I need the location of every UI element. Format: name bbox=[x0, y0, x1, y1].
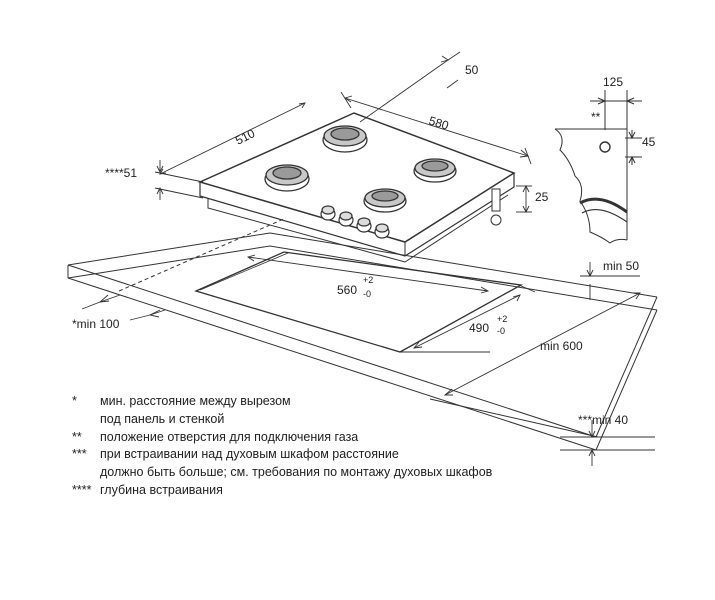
dim-490-minus: -0 bbox=[497, 326, 505, 336]
note-line: положение отверстия для подключения газа bbox=[100, 429, 359, 444]
burner-rear-left bbox=[322, 125, 368, 153]
note-line: под панель и стенкой bbox=[100, 411, 225, 426]
gas-mark: ** bbox=[591, 110, 601, 124]
note-1: * мин. расстояние между вырезом под пане… bbox=[72, 393, 492, 429]
control-knobs bbox=[320, 205, 390, 239]
dim-560-minus: -0 bbox=[363, 289, 371, 299]
note-mark: **** bbox=[72, 482, 92, 497]
dim-min-600: min 600 bbox=[540, 339, 583, 353]
notes-legend: * мин. расстояние между вырезом под пане… bbox=[72, 393, 492, 500]
note-4: **** глубина встраивания bbox=[72, 482, 492, 500]
burner-rear-right bbox=[413, 158, 457, 183]
burner-front-right bbox=[363, 188, 407, 213]
dim-min-40: ***min 40 bbox=[578, 413, 628, 427]
projection-line bbox=[118, 217, 287, 292]
note-line: при встраивании над духовым шкафом расст… bbox=[100, 447, 399, 462]
dim-560: 560 bbox=[337, 283, 357, 297]
dimension-lines bbox=[81, 51, 655, 466]
dim-51: ****51 bbox=[105, 166, 137, 180]
note-line: мин. расстояние между вырезом bbox=[100, 394, 291, 408]
dim-490-plus: +2 bbox=[497, 314, 507, 324]
note-3: *** при встраивании над духовым шкафом р… bbox=[72, 446, 492, 482]
note-2: ** положение отверстия для подключения г… bbox=[72, 429, 492, 447]
note-line: глубина встраивания bbox=[100, 482, 223, 497]
dimension-labels: 50 580 510 ****51 25 125 ** 45 560 +2 -0… bbox=[72, 63, 656, 427]
dim-50-top: 50 bbox=[465, 63, 479, 77]
dim-580: 580 bbox=[427, 113, 451, 132]
cutout-opening bbox=[194, 251, 524, 353]
gas-connection-detail bbox=[554, 90, 642, 244]
dim-min-100: *min 100 bbox=[72, 317, 120, 331]
note-mark: ** bbox=[72, 429, 82, 444]
note-line: должно быть больше; см. требования по мо… bbox=[100, 465, 493, 480]
burners bbox=[264, 125, 457, 213]
dim-125: 125 bbox=[603, 75, 623, 89]
note-mark: *** bbox=[72, 447, 87, 462]
burner-front-left bbox=[264, 164, 310, 192]
dim-490: 490 bbox=[469, 321, 489, 335]
dim-510: 510 bbox=[233, 126, 257, 148]
dim-min-50: min 50 bbox=[603, 259, 639, 273]
note-mark: * bbox=[72, 394, 77, 408]
dim-45: 45 bbox=[642, 135, 656, 149]
dim-25: 25 bbox=[535, 190, 549, 204]
dim-560-plus: +2 bbox=[363, 275, 373, 285]
hob-body bbox=[197, 112, 516, 263]
